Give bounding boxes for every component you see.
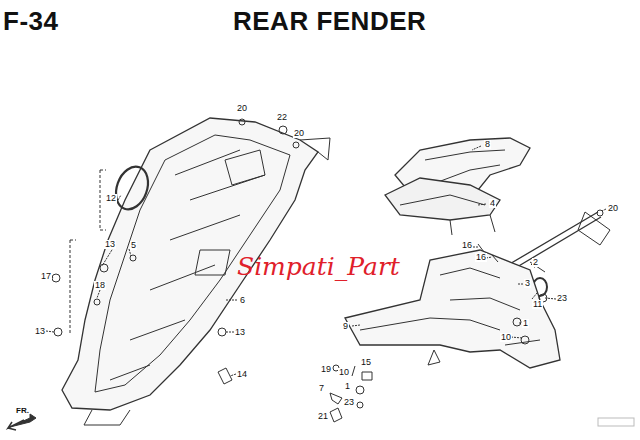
- callout-number: 13: [104, 240, 116, 249]
- callout-number: 23: [343, 398, 355, 407]
- callout-number: 23: [556, 294, 568, 303]
- callout-number: 4: [489, 199, 496, 208]
- callout-number: 1: [344, 382, 351, 391]
- callout-number: 20: [293, 129, 305, 138]
- watermark: Simpati_Part: [237, 254, 400, 279]
- callout-number: 5: [130, 241, 137, 250]
- callout-number: 10: [338, 368, 350, 377]
- callout-number: 13: [234, 328, 246, 337]
- callout-number: 14: [236, 370, 248, 379]
- callout-number: 18: [94, 281, 106, 290]
- sheet-code: F-34: [3, 8, 58, 34]
- callout-number: 15: [360, 358, 372, 367]
- callout-number: 6: [239, 296, 246, 305]
- callout-number: 9: [342, 322, 349, 331]
- callout-number: 11: [532, 300, 543, 309]
- callout-number: 13: [34, 327, 46, 336]
- callout-number: 10: [500, 333, 512, 342]
- callout-number: 20: [607, 204, 619, 213]
- callout-number: 3: [524, 279, 531, 288]
- callout-number: 16: [475, 253, 487, 262]
- direction-label: FR.: [16, 407, 29, 415]
- callout-number: 20: [236, 104, 248, 113]
- diagram-title: REAR FENDER: [233, 8, 426, 34]
- callout-number: 17: [40, 272, 52, 281]
- callout-number: 21: [317, 412, 329, 421]
- callout-number: 22: [276, 113, 288, 122]
- callout-number: 16: [461, 241, 473, 250]
- callout-number: 7: [318, 384, 325, 393]
- callout-number: 2: [532, 258, 539, 267]
- callout-number: 19: [320, 365, 332, 374]
- callout-number: 8: [484, 140, 491, 149]
- callout-number: 1: [522, 319, 529, 328]
- callout-number: 12: [105, 194, 117, 203]
